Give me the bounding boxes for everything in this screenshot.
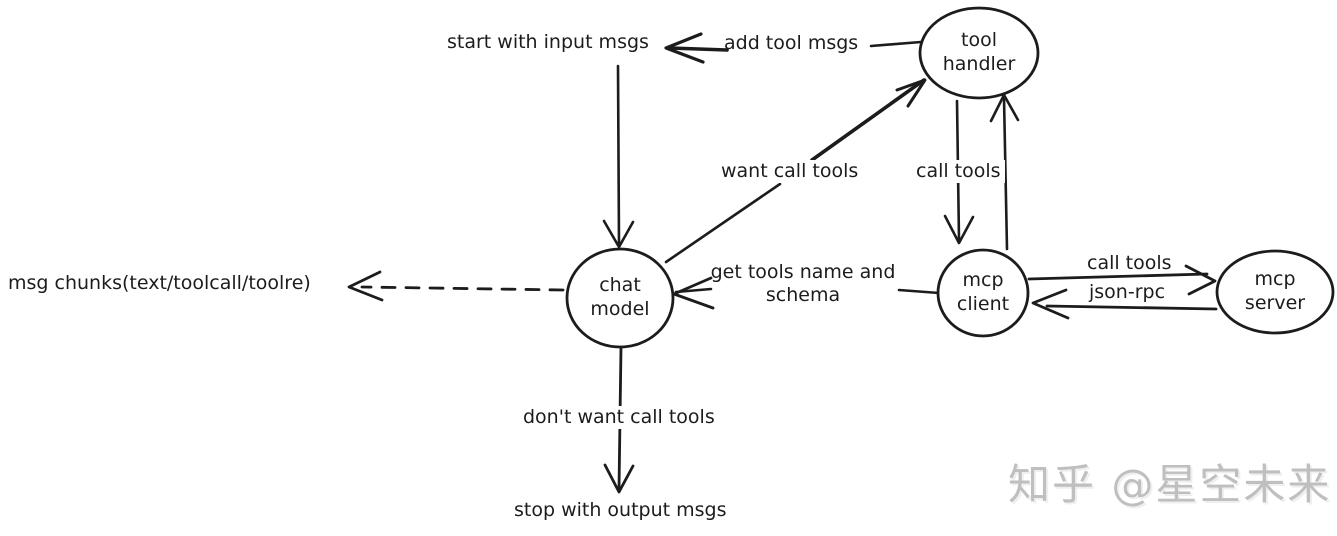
arrowhead-left-icon bbox=[347, 270, 384, 302]
edge-call-tools-rpc bbox=[1027, 264, 1217, 296]
label-add-tool-msgs: add tool msgs bbox=[724, 32, 859, 54]
arrowhead-down-icon bbox=[602, 219, 635, 249]
node-chat-model-ellipse bbox=[565, 247, 675, 349]
arrowhead-left-icon bbox=[1031, 288, 1070, 320]
arrowhead-right-icon bbox=[1184, 264, 1217, 296]
edge-add-tool-msgs bbox=[664, 32, 923, 64]
edge-want-call-tools bbox=[664, 78, 927, 264]
edge-msg-chunks-dashed bbox=[347, 270, 565, 302]
label-msg-chunks: msg chunks(text/toolcall/toolre) bbox=[8, 272, 311, 294]
node-mcp-server-ellipse bbox=[1215, 249, 1335, 335]
node-tool-handler-label: tool handler bbox=[942, 29, 1016, 75]
node-chat-model-label: chat model bbox=[590, 274, 650, 320]
arrowhead-down-icon bbox=[603, 463, 635, 494]
label-call-tools-handler-client: call tools bbox=[912, 160, 1005, 183]
node-mcp-server-label: mcp server bbox=[1244, 268, 1306, 314]
edge-json-rpc-return bbox=[1031, 288, 1218, 320]
label-dont-want-call-tools: don't want call tools bbox=[519, 406, 719, 429]
node-mcp-client-label: mcp client bbox=[956, 269, 1010, 315]
edge-start-to-chat-model bbox=[602, 64, 635, 249]
label-call-tools-client-server: call tools bbox=[1087, 252, 1172, 274]
arrowhead-upright-icon bbox=[895, 78, 927, 108]
zhihu-watermark: 知乎 @星空未来 bbox=[1008, 460, 1332, 509]
label-json-rpc: json-rpc bbox=[1089, 281, 1166, 303]
arrowhead-left-icon bbox=[664, 32, 705, 64]
label-start-with-input-msgs: start with input msgs bbox=[447, 31, 649, 53]
arrowhead-down-icon bbox=[943, 214, 975, 245]
node-tool-handler-ellipse bbox=[918, 6, 1040, 100]
label-get-tools-name-and-schema: get tools name and schema bbox=[710, 261, 896, 306]
label-stop-with-output-msgs: stop with output msgs bbox=[514, 499, 727, 521]
label-want-call-tools: want call tools bbox=[717, 160, 863, 183]
node-mcp-client-ellipse bbox=[936, 248, 1030, 338]
